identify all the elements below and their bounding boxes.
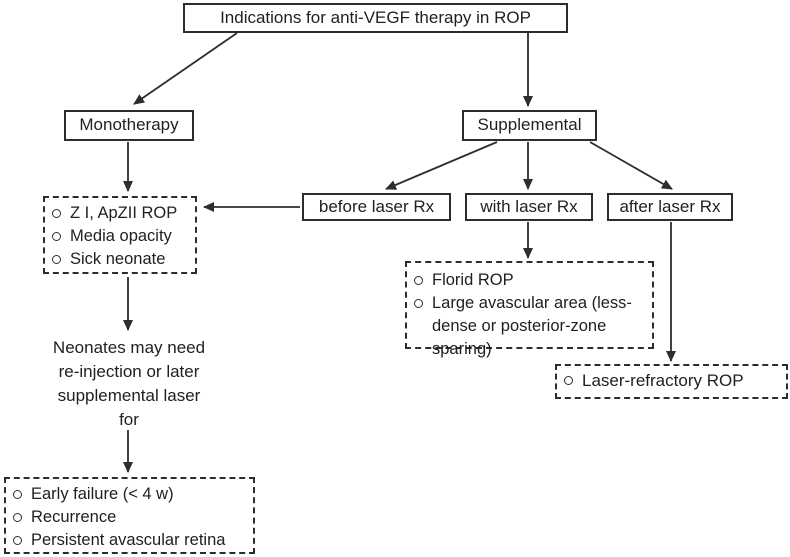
indication-text: Florid ROP: [432, 271, 514, 289]
after-laser-label: after laser Rx: [619, 196, 721, 216]
arrow-title-to-monotherapy: [133, 32, 238, 105]
circle-bullet-icon: [564, 376, 573, 385]
after-laser-indications-box: Laser-refractory ROP: [555, 364, 788, 399]
circle-bullet-icon: [414, 299, 423, 308]
circle-bullet-icon: [13, 536, 22, 545]
arrow-supplemental-to-after-laser: [589, 141, 673, 190]
after-laser-box: after laser Rx: [607, 193, 733, 221]
indication-text: Sick neonate: [70, 250, 166, 268]
indication-text: Recurrence: [31, 508, 117, 526]
supplemental-label: Supplemental: [477, 115, 582, 135]
title-box: Indications for anti-VEGF therapy in ROP: [183, 3, 568, 33]
title-label: Indications for anti-VEGF therapy in ROP: [220, 7, 531, 27]
list-item: Persistent avascular retina: [12, 529, 249, 552]
circle-bullet-icon: [52, 209, 61, 218]
note-line: supplemental laser: [57, 386, 201, 405]
arrow-supplemental-to-before-laser: [385, 141, 498, 190]
circle-bullet-icon: [13, 490, 22, 499]
list-item: Z I, ApZII ROP: [51, 202, 191, 225]
list-item: Laser-refractory ROP: [563, 369, 782, 392]
list-item: Early failure (< 4 w): [12, 483, 249, 506]
indication-text: Persistent avascular retina: [31, 531, 226, 549]
before-laser-box: before laser Rx: [302, 193, 451, 221]
with-laser-box: with laser Rx: [465, 193, 593, 221]
circle-bullet-icon: [414, 276, 423, 285]
circle-bullet-icon: [52, 255, 61, 264]
monotherapy-label: Monotherapy: [79, 115, 179, 135]
list-item: Sick neonate: [51, 248, 191, 271]
note-line: Neonates may need: [52, 338, 206, 357]
reinjection-indications-box: Early failure (< 4 w) Recurrence Persist…: [4, 477, 255, 554]
circle-bullet-icon: [52, 232, 61, 241]
note-line: re-injection or later: [58, 362, 200, 381]
note-line: for: [119, 410, 139, 429]
indication-text: Media opacity: [70, 227, 172, 245]
list-item: Media opacity: [51, 225, 191, 248]
monotherapy-indications-box: Z I, ApZII ROP Media opacity Sick neonat…: [43, 196, 197, 274]
with-laser-label: with laser Rx: [480, 196, 578, 216]
supplemental-box: Supplemental: [462, 110, 597, 141]
list-item: Recurrence: [12, 506, 249, 529]
with-laser-indications-box: Florid ROP Large avascular area (less-de…: [405, 261, 654, 358]
list-item: Florid ROP: [413, 269, 648, 292]
indication-text: Early failure (< 4 w): [31, 485, 174, 503]
reinjection-note: Neonates may need re-injection or later …: [33, 336, 225, 432]
monotherapy-box: Monotherapy: [64, 110, 194, 141]
indication-text: Z I, ApZII ROP: [70, 204, 178, 222]
indication-text: Laser-refractory ROP: [582, 371, 744, 390]
before-laser-label: before laser Rx: [318, 196, 435, 216]
indication-text: Large avascular area (less-dense or post…: [432, 294, 632, 358]
circle-bullet-icon: [13, 513, 22, 522]
list-item: Large avascular area (less-dense or post…: [413, 292, 648, 361]
